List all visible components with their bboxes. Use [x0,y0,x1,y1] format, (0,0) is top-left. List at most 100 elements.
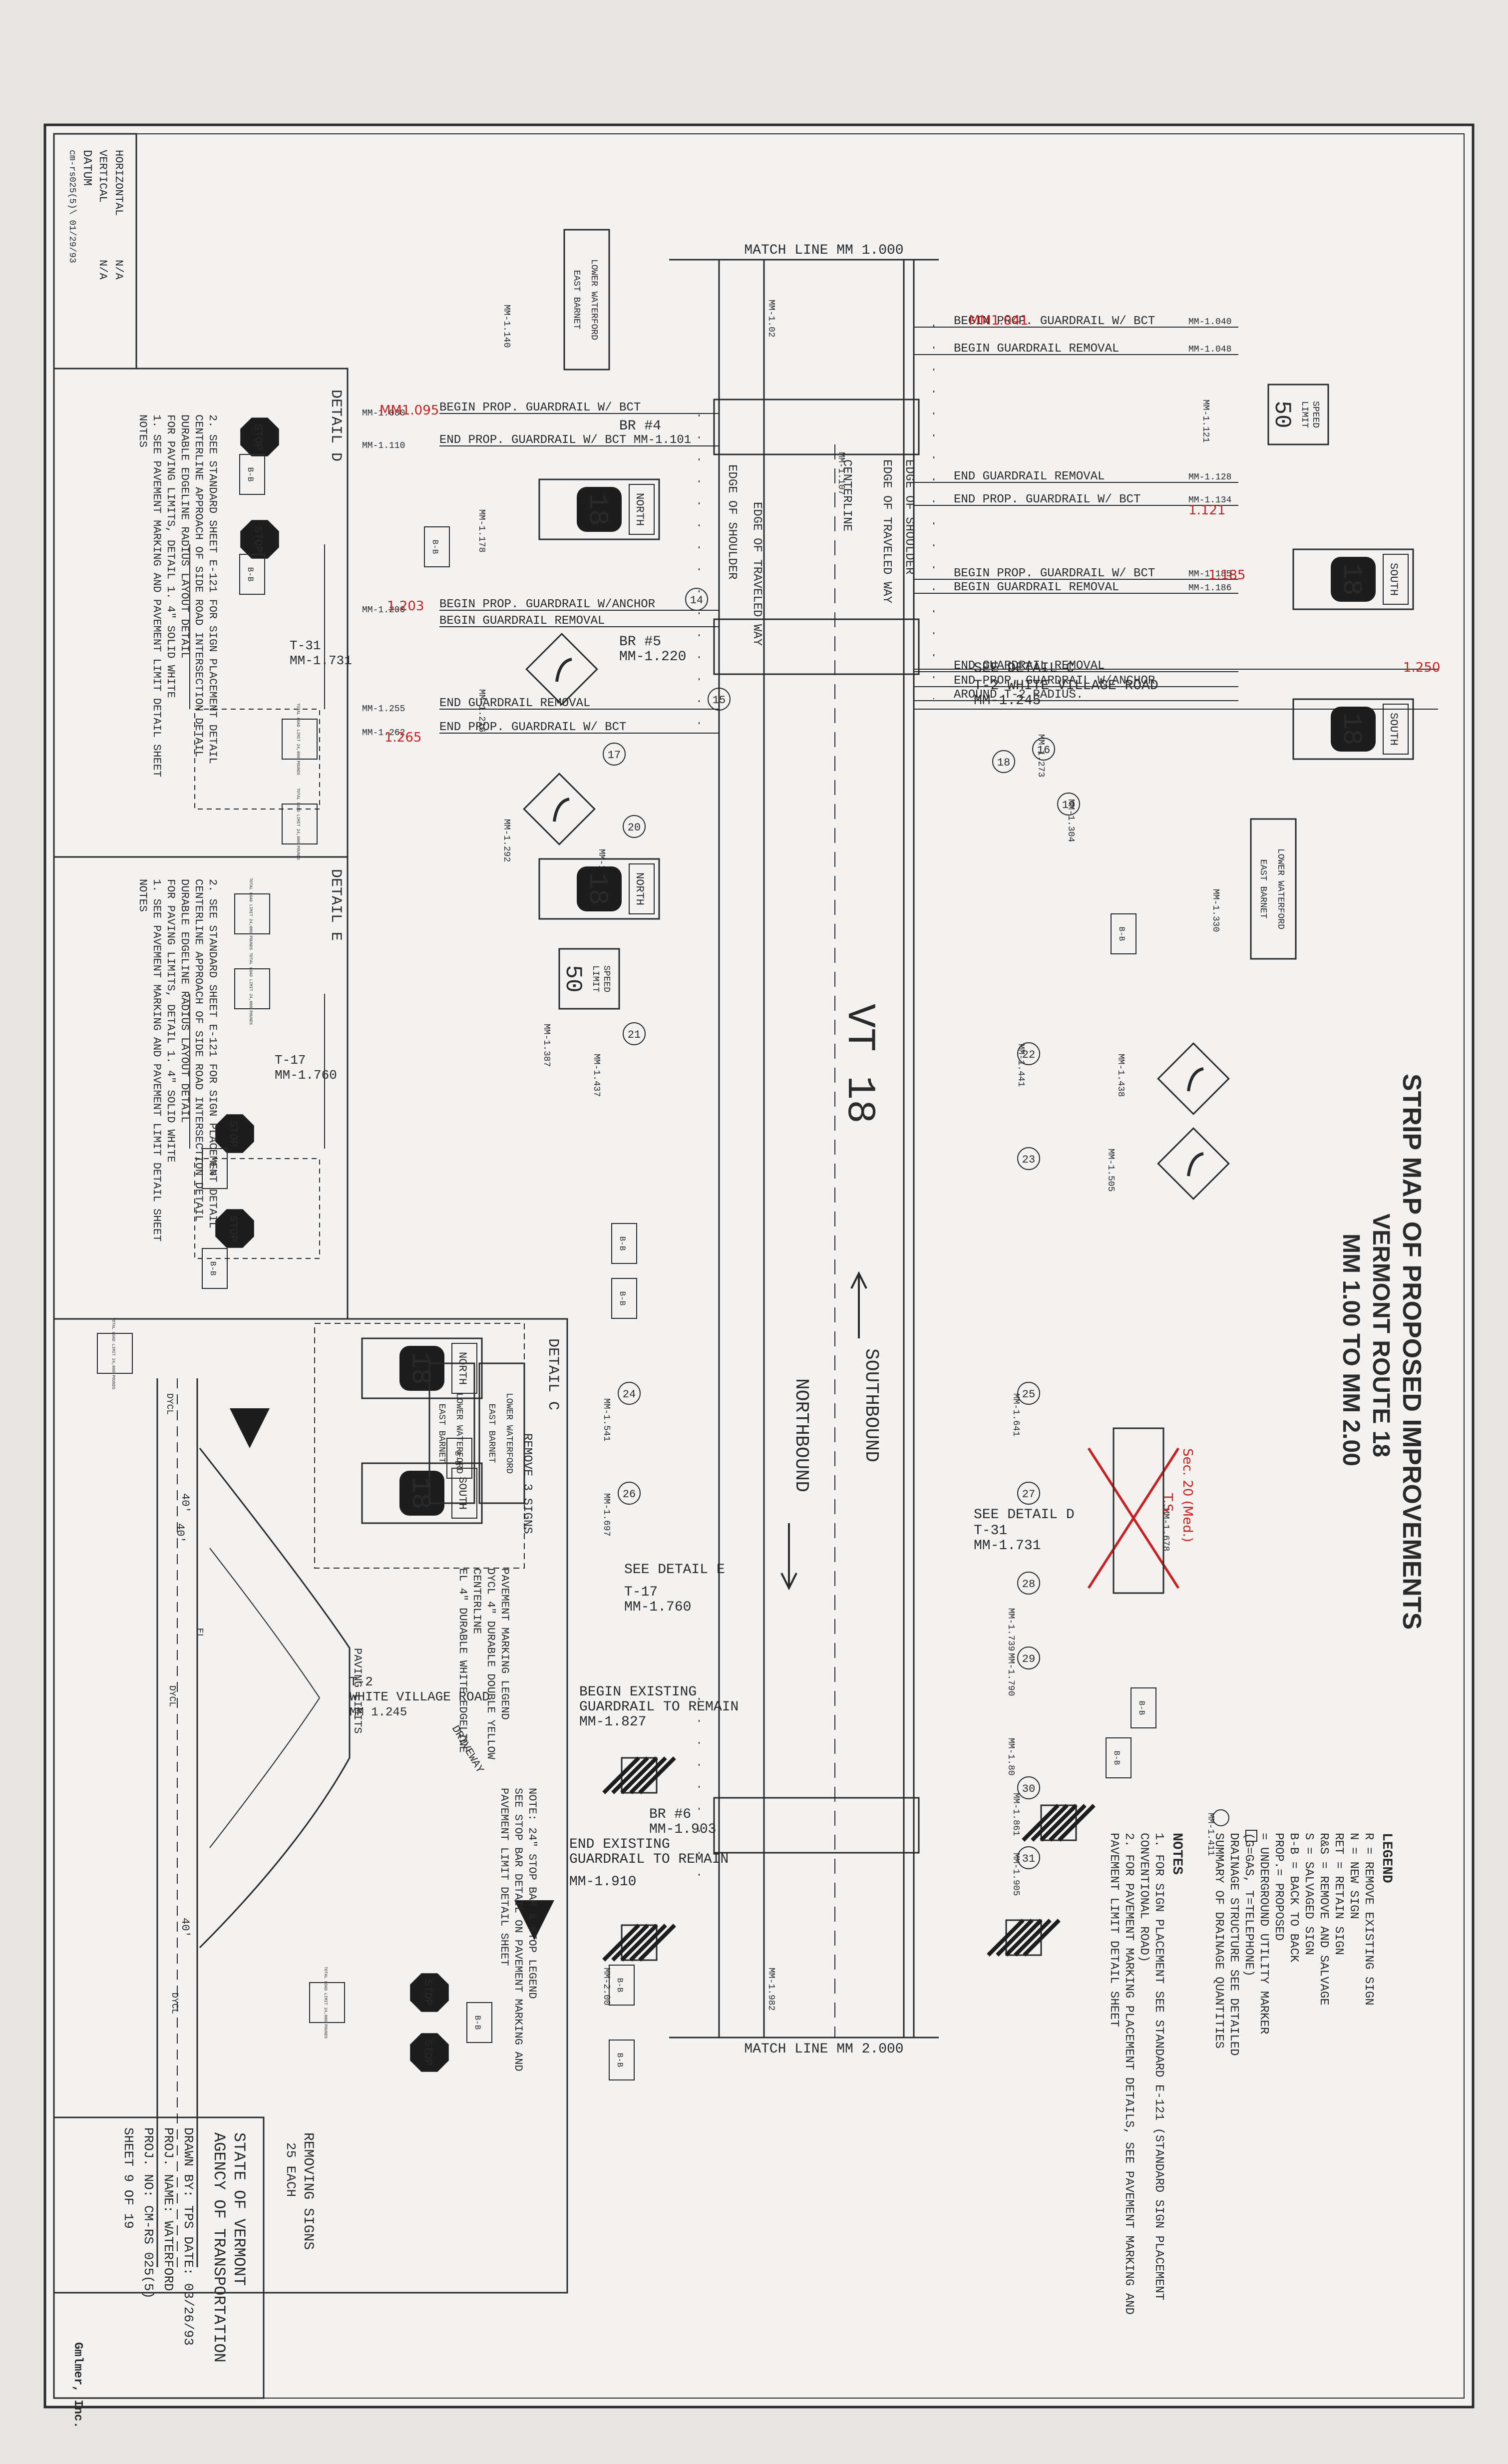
route-shield-sign: NORTH 18 [538,858,660,920]
callout-right: BEGIN GUARDRAIL REMOVAL [954,581,1119,594]
load-text: TOTAL LOAD LIMIT 24,000 POUNDS [323,1967,328,2039]
detail-d-note: DURABLE EDGELINE RADIUS LAYOUT DETAIL [178,414,191,658]
route-plate: B-B [466,2002,492,2043]
note-item: PAVEMENT LIMIT DETAIL SHEET [1107,1833,1121,2027]
detail-d-note: NOTES [136,414,149,447]
legend-mm: MM-1.411 [1205,1813,1215,1856]
structure-number-circle [603,743,626,766]
stop-octagon [215,1114,254,1153]
dycl-label: DYCL [167,1685,177,1707]
detail-sign-area [194,709,320,810]
route-number: 18 [1336,563,1366,596]
bb-text: B-B [615,2053,624,2067]
legend-item: DRAINAGE STRUCTURE SEE DETAILED [1227,1833,1240,2055]
sign-panel [538,478,660,540]
detail-c-legend: DYCL 4" DURABLE DOUBLE YELLOW [484,1568,497,1760]
limit-text: LIMIT [590,965,600,992]
detail-sign-area [194,1158,320,1259]
detail-c-paving-limits [199,1448,351,1949]
plate-panel [1111,913,1136,954]
note-item: CONVENTIONAL ROAD) [1137,1833,1150,1962]
hazard-stripe [611,1924,649,1962]
horizontal-label: HORIZONTAL [112,150,125,216]
road-callout: GUARDRAIL TO REMAIN [579,1699,739,1715]
structure-number-circle [1017,1042,1040,1065]
load-text: TOTAL LOAD LIMIT 24,000 POUNDS [111,1317,115,1389]
mile-marker: MM-1.541 [601,1398,611,1441]
bb-text: B-B [453,1451,462,1466]
plate-panel [239,554,265,595]
markup-annotation: T.S. [1160,1493,1175,1516]
direction-tab [451,1468,477,1519]
detail-e-mm: MM-1.760 [275,1068,337,1083]
hazard-stripe [1031,1804,1069,1842]
detail-c-note: NOTE: 24" STOP BAR & STOP LEGEND [526,1788,538,1999]
sign-panel [1250,818,1297,960]
stop-sign: STOP [410,1973,449,2012]
structure-number-circle [685,588,708,611]
road-callout: T-2 WHITE VILLAGE ROAD [974,678,1158,694]
detail-d-mm: MM-1.731 [290,653,352,668]
detail-e-note: 1. SEE PAVEMENT MARKING AND PAVEMENT LIM… [150,879,163,1241]
shield-icon [1331,707,1376,752]
edge-of-shoulder-east-label: EDGE OF SHOULDER [902,459,916,574]
speed-text: SPEED [601,965,611,992]
load-panel [309,1982,345,2023]
mile-marker: MM-1.861 [1011,1793,1021,1836]
route-plate: B-B [1111,913,1136,954]
mile-marker: MM-1.790 [1006,1653,1016,1696]
legend-item: = UNDERGROUND UTILITY MARKER [1257,1833,1270,2034]
stop-octagon [410,2033,449,2072]
route-number: 18 [582,493,612,526]
dim-40: 40' [179,1918,191,1938]
title-block [53,2116,265,2399]
detail-c-remove: REMOVE 3 SIGNS [520,1433,534,1534]
legend-item: S = SALVAGED SIGN [1302,1833,1315,1955]
detail-e-note: CENTERLINE APPROACH OF SIDE ROAD INTERSE… [192,879,205,1222]
road-callout: MM-1.903 [649,1822,716,1837]
drainage-symbol [1212,1809,1229,1826]
callout-mm: MM-1.048 [1188,345,1231,355]
bb-text: B-B [1137,1701,1146,1715]
shield-icon [1331,557,1376,602]
hazard-stripe [620,1924,658,1962]
structure-number: 20 [628,821,641,834]
callout-right: END PROP. GUARDRAIL W/ BCT [954,493,1140,506]
legend-item: R&S = REMOVE AND SALVAGE [1317,1833,1330,2006]
markup-annotation: 1.121 [1188,503,1225,518]
callout-left: END GUARDRAIL REMOVAL [439,697,590,710]
route-plate: B-B [609,2040,635,2080]
road-callout: MM-1.827 [579,1714,646,1730]
road-callout: T-17 [624,1585,658,1600]
structure-number-circle [1057,793,1080,816]
mile-marker: MM-1.697 [601,1493,611,1536]
route-number: 18 [582,873,612,905]
match-line-top: MATCH LINE MM 1.000 [744,243,903,258]
hazard-stripe [629,1756,667,1794]
mile-marker: MM-1.80 [1006,1738,1016,1776]
direction-tab [629,863,655,914]
legend-item: RET = RETAIN SIGN [1332,1833,1345,1955]
drawn-by: DRAWN BY: TPS DATE: 03/26/93 [181,2127,196,2346]
direction-text: NORTH [633,872,646,905]
outer-frame [43,123,1475,2409]
route-title: VERMONT ROUTE 18 [1368,1214,1394,1457]
detail-c-mm: MM 1.245 [350,1706,407,1719]
callout-right: AROUND T-2 RADIUS. [954,688,1083,702]
load-panel [282,804,318,844]
route-number: 18 [404,1477,435,1510]
detail-c-sign-cluster [314,1323,525,1569]
mile-marker: MM-1.107 [836,452,846,495]
callout-right: BEGIN PROP. GUARDRAIL W/ BCT [954,567,1155,580]
callout-mm: MM-1.080 [362,409,405,418]
callout-right: END GUARDRAIL REMOVAL [954,659,1105,673]
detail-c-legend: EL 4" DURABLE WHITE EDGELINE [456,1568,469,1753]
structure-number: 24 [623,1388,636,1401]
vt18-roadway [669,259,1438,2039]
route-number: 18 [1336,713,1366,746]
road-callout: T-31 [974,1523,1007,1539]
